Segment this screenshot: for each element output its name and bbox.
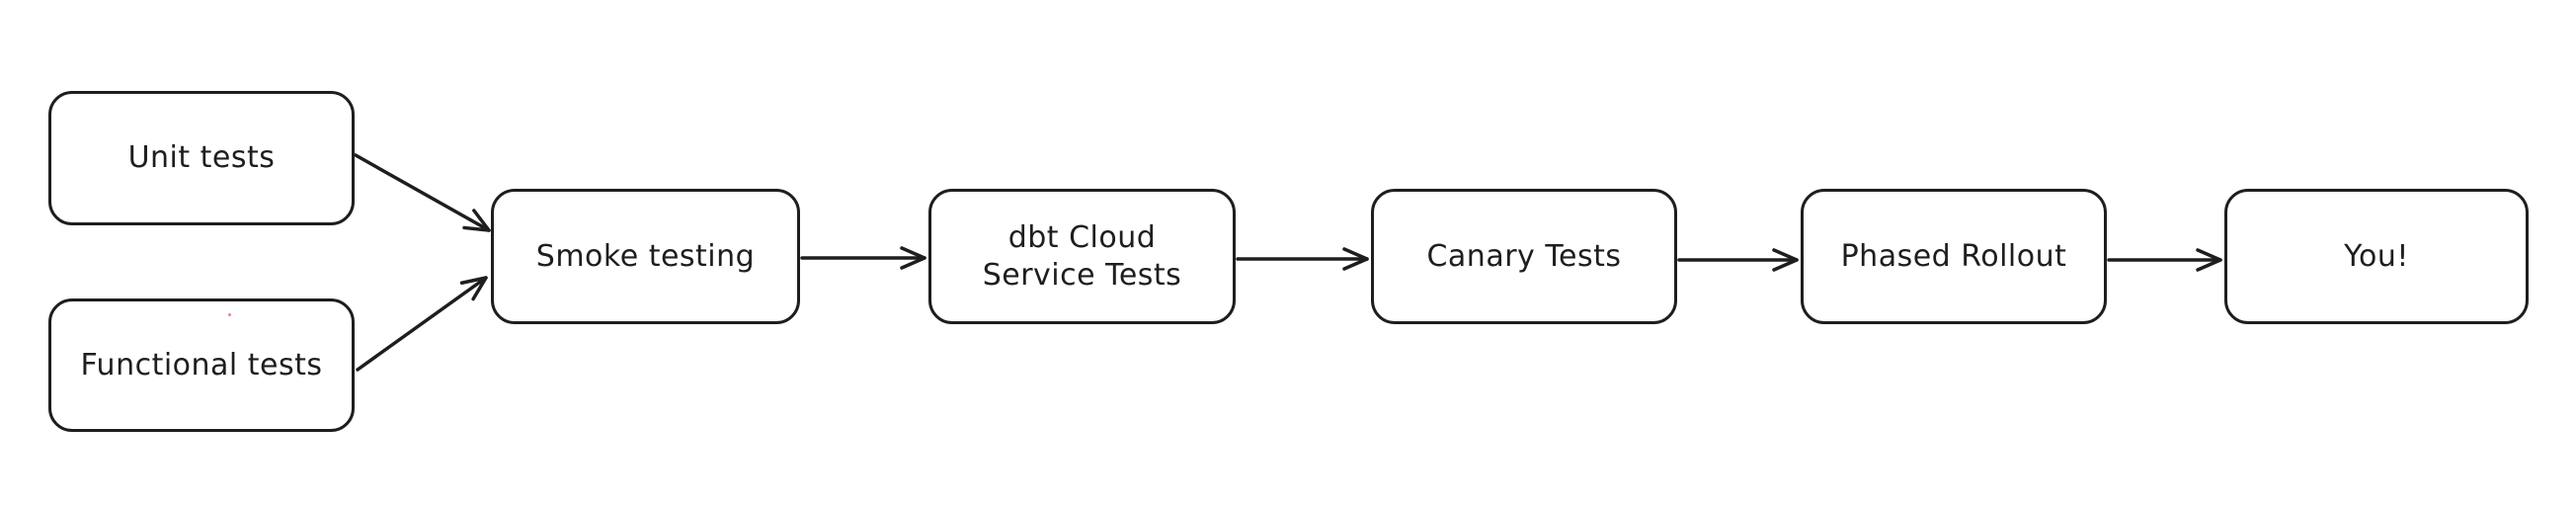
red-dot-artifact xyxy=(228,313,231,316)
node-phased-rollout: Phased Rollout xyxy=(1801,189,2107,324)
node-you-label: You! xyxy=(2344,238,2409,274)
node-phased-rollout-label: Phased Rollout xyxy=(1840,238,2067,274)
edge-functional-tests-to-smoke-testing xyxy=(356,276,488,372)
node-unit-tests-label: Unit tests xyxy=(127,140,276,176)
node-you: You! xyxy=(2224,189,2529,324)
node-smoke-testing: Smoke testing xyxy=(491,189,800,324)
node-canary-tests-label: Canary Tests xyxy=(1426,238,1622,274)
node-unit-tests: Unit tests xyxy=(48,91,355,225)
node-dbt-cloud-service-tests: dbt Cloud Service Tests xyxy=(928,189,1236,324)
node-functional-tests-label: Functional tests xyxy=(80,347,323,382)
node-dbt-cloud-service-tests-label: dbt Cloud Service Tests xyxy=(982,220,1182,293)
node-functional-tests: Functional tests xyxy=(48,298,355,432)
edge-unit-tests-to-smoke-testing xyxy=(354,153,491,232)
node-canary-tests: Canary Tests xyxy=(1371,189,1677,324)
node-smoke-testing-label: Smoke testing xyxy=(535,238,756,274)
